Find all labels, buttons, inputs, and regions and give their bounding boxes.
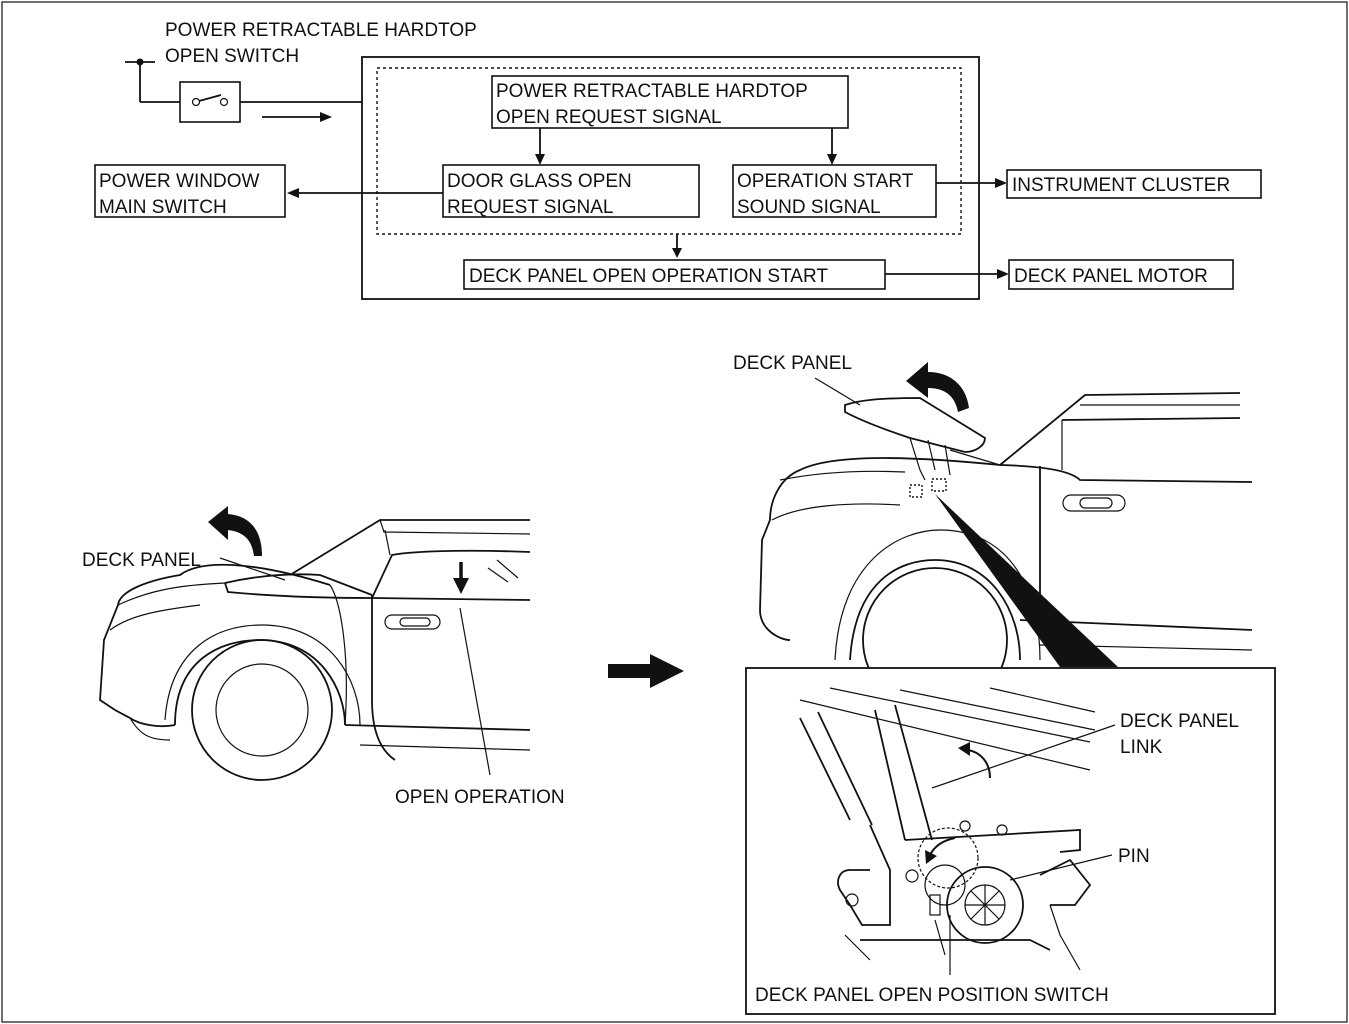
open-request-line1: POWER RETRACTABLE HARDTOP [496, 81, 808, 102]
deck-open-start-label: DECK PANEL OPEN OPERATION START [469, 266, 828, 287]
door-glass-line1: DOOR GLASS OPEN [447, 171, 632, 192]
sound-line1: OPERATION START [737, 171, 914, 192]
car-open-illustration [759, 392, 1253, 713]
pin-leader [1009, 854, 1113, 881]
pin-label: PIN [1118, 846, 1150, 867]
deck-panel-left-leader [219, 557, 286, 581]
car-closed-illustration [99, 519, 531, 781]
deck-panel-right-label: DECK PANEL [733, 353, 852, 374]
signal-group-box [376, 67, 962, 235]
position-switch-label: DECK PANEL OPEN POSITION SWITCH [755, 985, 1109, 1006]
pin-move-arrow [925, 837, 956, 864]
open-request-signal-box [491, 75, 849, 129]
to-deck-start-arrow [672, 234, 682, 258]
open-request-line2: OPEN REQUEST SIGNAL [496, 107, 722, 128]
deck-panel-left-label: DECK PANEL [82, 550, 201, 571]
to-power-window-arrow [287, 188, 443, 198]
deck-motor-label: DECK PANEL MOTOR [1014, 266, 1208, 287]
glass-down-arrow [453, 562, 469, 594]
link-label-line1: DECK PANEL [1120, 711, 1239, 732]
switch-symbol [125, 58, 362, 123]
sound-line2: SOUND SIGNAL [737, 197, 881, 218]
deck-link-mechanism [799, 687, 1096, 971]
door-glass-line2: REQUEST SIGNAL [447, 197, 613, 218]
switch-label-line2: OPEN SWITCH [165, 46, 299, 67]
to-deck-motor-arrow [885, 269, 1009, 279]
deck-motor-box [1008, 259, 1234, 290]
signal-flow-arrow [262, 112, 332, 122]
zoom-wedge [935, 494, 1118, 667]
sequence-arrow [608, 654, 684, 688]
control-module-box [361, 56, 980, 300]
open-operation-label: OPEN OPERATION [395, 787, 565, 808]
deck-open-start-box [463, 259, 886, 290]
door-glass-signal-box [442, 164, 700, 218]
link-label-line2: LINK [1120, 737, 1163, 758]
left-deck-open-arrow [208, 506, 262, 556]
link-rotate-arrow [958, 742, 991, 779]
power-window-line2: MAIN SWITCH [99, 197, 227, 218]
open-operation-leader [459, 607, 491, 776]
instrument-cluster-label: INSTRUMENT CLUSTER [1012, 175, 1230, 196]
instrument-cluster-box [1006, 169, 1262, 199]
power-window-line1: POWER WINDOW [99, 171, 259, 192]
power-window-switch-box [94, 164, 286, 218]
to-instrument-cluster-arrow [936, 178, 1007, 188]
sound-signal-box [732, 164, 937, 218]
deck-panel-right-leader [814, 377, 861, 406]
link-leader [931, 724, 1116, 789]
request-branch-arrows [535, 128, 837, 165]
switch-label-line1: POWER RETRACTABLE HARDTOP [165, 20, 477, 41]
right-deck-open-arrow [906, 362, 969, 412]
